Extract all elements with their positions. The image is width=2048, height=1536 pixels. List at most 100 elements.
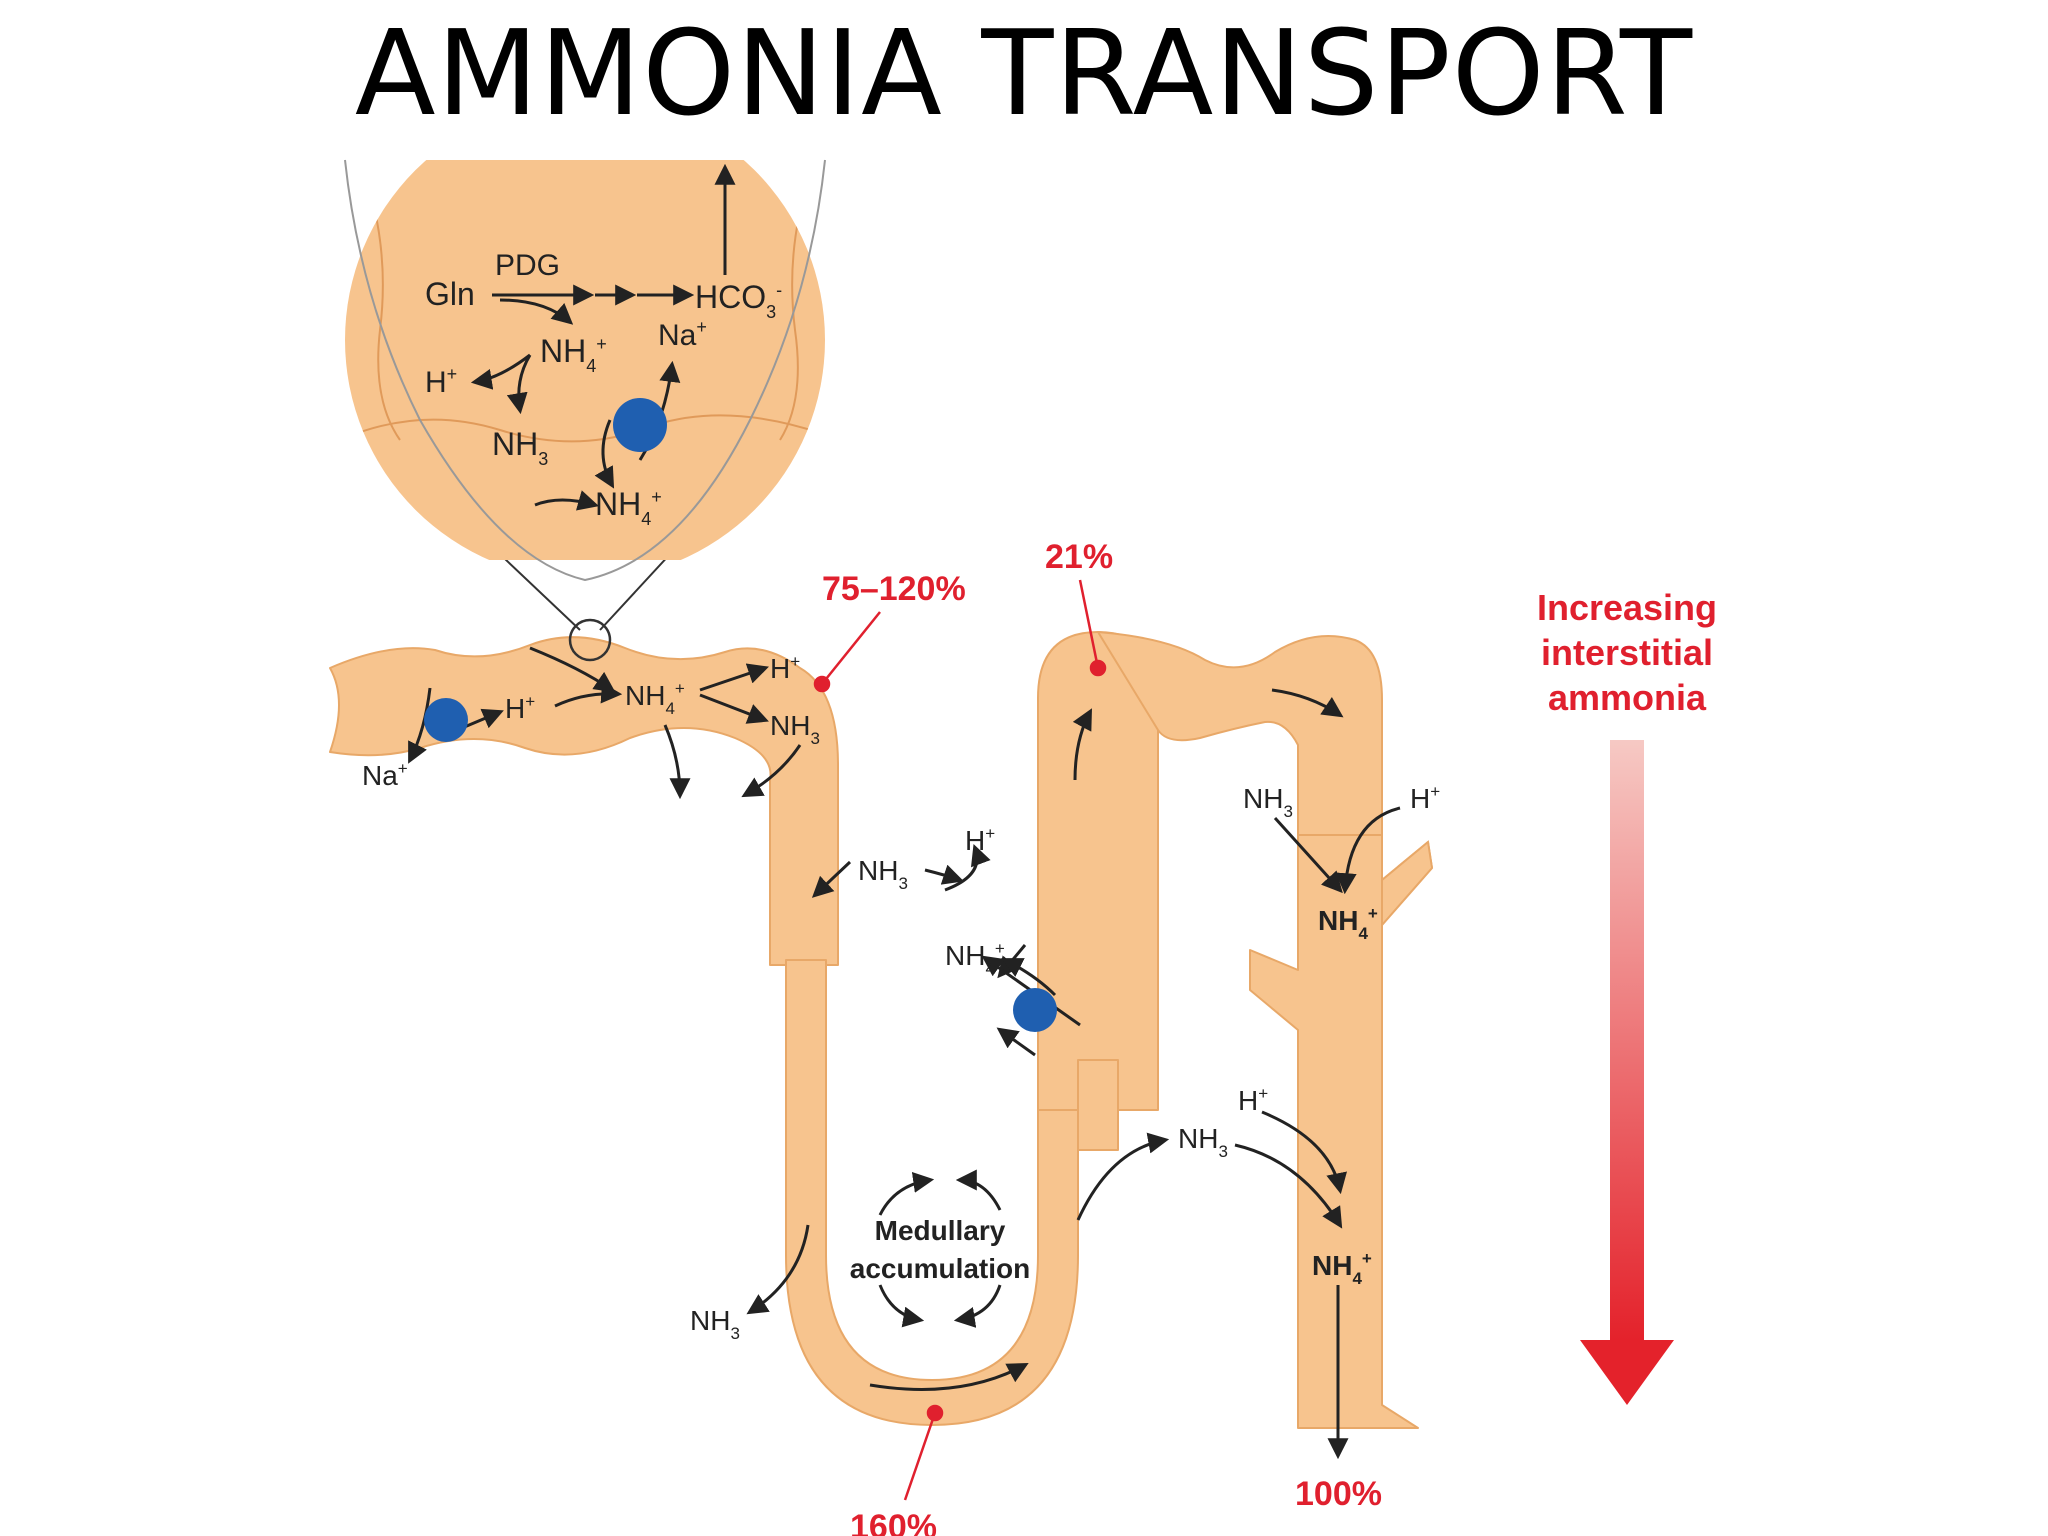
cycle-arrow-top-right: [955, 1169, 1002, 1211]
inset-nh3-label: NH: [492, 426, 538, 462]
arrow-gln-nh4: [499, 298, 574, 325]
pct-loop-bend: 160%: [850, 1508, 937, 1536]
arrow-asc-transport-out: [996, 1027, 1036, 1057]
inset-labels: PDG Gln HCO3- NH4+ Na+ H+ NH3 NH4+: [425, 249, 782, 529]
ascending-neck: [1077, 1059, 1119, 1151]
arrow-prox-nh3-down: [741, 744, 802, 798]
svg-text:NH4+: NH4+: [625, 679, 685, 718]
svg-text:Na+: Na+: [658, 317, 707, 352]
inset-na-label: Na: [658, 319, 697, 352]
svg-text:HCO3-: HCO3-: [695, 279, 782, 322]
pct-proximal: 75–120%: [822, 570, 966, 608]
inset-transporter: [613, 398, 667, 452]
inset-nh4-top-label: NH: [540, 333, 586, 369]
svg-text:H+: H+: [965, 824, 995, 856]
inset-h-label: H: [425, 366, 447, 399]
cycle-arrow-top-left: [878, 1171, 935, 1216]
proximal-tubule: [329, 636, 839, 966]
ascending-transporter: [1013, 988, 1057, 1032]
asc-nh4-label: NH: [945, 940, 985, 971]
svg-text:NH3: NH3: [492, 426, 548, 469]
arrow-desc-nh3-out: [811, 860, 852, 898]
arrow-asc-nh3-h2: [944, 844, 991, 892]
arrow-cd-nh3-nh4: [1273, 816, 1343, 894]
cycle-arrow-bottom-right: [953, 1284, 1002, 1328]
arrow-prox-nh4-nh3: [699, 693, 769, 724]
ascending-labels: NH3 H+ NH4+: [858, 824, 1005, 978]
arrow-cd-lower-nh3: [1234, 1143, 1343, 1229]
cd-upper-nh3-label: NH: [1243, 783, 1283, 814]
arrow-asc-nh3-out: [1001, 958, 1057, 997]
svg-text:H+: H+: [1238, 1084, 1268, 1116]
asc-nh3-label: NH: [858, 855, 898, 886]
arrow-loop-bottom: [869, 1363, 1029, 1391]
hco3-label: HCO: [695, 279, 766, 315]
svg-text:H+: H+: [505, 692, 535, 724]
cd-lower-nh3-label: NH: [1178, 1123, 1218, 1154]
cd-upper-nh4-label: NH: [1318, 905, 1358, 936]
arrow-inset-nh4-down: [594, 419, 615, 489]
svg-text:Na+: Na+: [362, 759, 408, 791]
svg-text:H+: H+: [425, 364, 457, 399]
descending-labels: NH3: [690, 1305, 740, 1343]
measurement-markers: [813, 579, 1107, 1501]
arrow-nh4-nh3: [506, 354, 532, 415]
svg-text:NH4+: NH4+: [595, 486, 662, 529]
svg-text:NH3: NH3: [690, 1305, 740, 1343]
arrow-asc-nh3-h: [924, 864, 964, 885]
inset-nh4-bottom-label: NH: [595, 486, 641, 522]
gradient-labels: Increasing interstitial ammonia: [1537, 587, 1717, 718]
slide-title: AMMONIA TRANSPORT: [354, 4, 1694, 142]
svg-text:NH4+: NH4+: [1318, 904, 1378, 943]
svg-text:H+: H+: [1410, 782, 1440, 814]
loop-of-henle: [785, 959, 1079, 1426]
pct-urine: 100%: [1295, 1475, 1382, 1513]
svg-text:NH4+: NH4+: [1312, 1249, 1372, 1288]
asc-h-label: H: [965, 825, 985, 856]
prox-h-left-label: H: [505, 693, 525, 724]
arrow-nh3-nh4: [534, 490, 600, 511]
svg-text:NH3: NH3: [1243, 783, 1293, 821]
prox-nh3-label: NH: [770, 710, 810, 741]
arrow-prox-top-nh4: [529, 646, 616, 693]
gradient-line2: interstitial: [1541, 632, 1713, 673]
cd-upper-h-label: H: [1410, 783, 1430, 814]
arrow-prox-h-nh4: [554, 682, 623, 708]
svg-text:NH4+: NH4+: [945, 939, 1005, 978]
gradient-arrow: [1580, 740, 1674, 1405]
gradient-line1: Increasing: [1537, 587, 1717, 628]
desc-nh3-label: NH: [690, 1305, 730, 1336]
arrow-nh4-h: [470, 353, 531, 390]
svg-text:NH4+: NH4+: [540, 333, 607, 376]
svg-text:H+: H+: [770, 652, 800, 684]
prox-nh4-label: NH: [625, 680, 665, 711]
cycle-arrow-bottom-left: [878, 1284, 925, 1328]
arrow-asc-up: [1072, 708, 1092, 781]
cd-lower-h-label: H: [1238, 1085, 1258, 1116]
arrow-prox-nh4-down: [663, 724, 691, 800]
prox-h-right-label: H: [770, 653, 790, 684]
prox-na-label: Na: [362, 760, 398, 791]
pdg-label: PDG: [495, 249, 560, 282]
proximal-labels: Na+ H+ NH4+ H+ NH3: [362, 652, 820, 791]
arrow-loop-nh3-out: [746, 1224, 810, 1315]
svg-text:NH3: NH3: [770, 710, 820, 748]
medullary-label: Medullary: [875, 1215, 1006, 1246]
arrow-prox-h: [461, 708, 504, 730]
inset-magnification: [344, 159, 826, 662]
svg-text:NH3: NH3: [1178, 1123, 1228, 1161]
gradient-line3: ammonia: [1548, 677, 1707, 718]
distal-convoluted: [1097, 631, 1383, 836]
arrow-prox-na: [408, 687, 432, 764]
arrow-cd-h-nh4: [1335, 806, 1401, 895]
arrow-asc-nh3-cross: [1076, 1132, 1170, 1221]
loop-center-labels: Medullary accumulation: [850, 1215, 1030, 1284]
pct-distal: 21%: [1045, 538, 1113, 576]
arrow-distal-flow: [1271, 688, 1344, 718]
accumulation-label: accumulation: [850, 1253, 1030, 1284]
transporters: [424, 398, 1057, 1032]
nephron-tubule: [329, 631, 1433, 1429]
gln-label: Gln: [425, 276, 475, 312]
zoom-focus-circle: [568, 618, 612, 662]
